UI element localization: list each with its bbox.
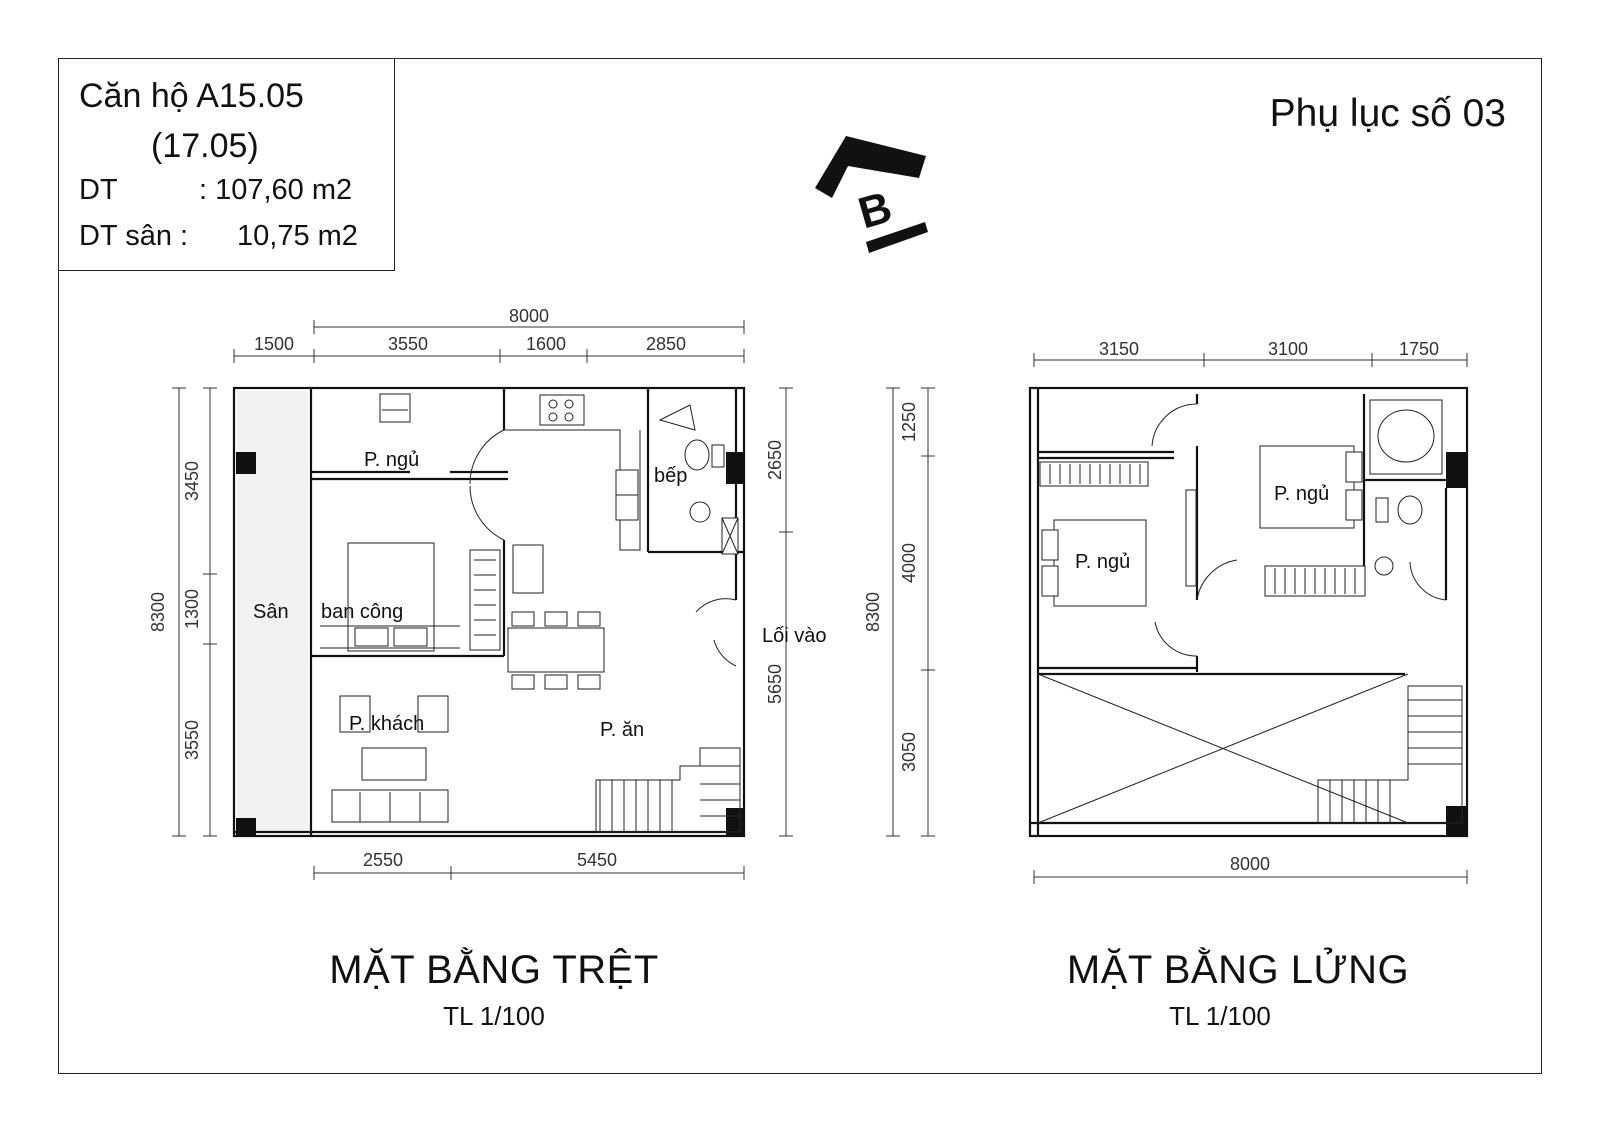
bathtub-icon xyxy=(1369,399,1443,475)
washbasin-icon xyxy=(689,501,711,523)
mezzanine-scale: TL 1/100 xyxy=(1169,1001,1271,1031)
ground-right-dimensions: 2650 5650 xyxy=(765,387,793,837)
mez-toilet-icon xyxy=(1397,495,1423,525)
mez-room-label-bedroom-right: P. ngủ xyxy=(1274,483,1329,505)
dim-top-2: 3550 xyxy=(388,334,428,354)
kitchen-counter xyxy=(504,429,641,551)
dim-top-total: 8000 xyxy=(509,306,549,326)
logo-letter: B xyxy=(853,183,897,239)
dim-right-2: 5650 xyxy=(765,664,785,704)
area-value: : 107,60 m2 xyxy=(199,174,353,206)
room-label-living: P. khách xyxy=(349,713,424,735)
mez-wardrobe-left-icon xyxy=(1039,461,1149,487)
room-label-kitchen: bếp xyxy=(654,465,687,487)
bedroom-door-icon xyxy=(469,429,505,485)
mez-bed-left-icon xyxy=(1053,519,1147,607)
mez-dim-left-1: 1250 xyxy=(899,402,919,442)
apartment-subtitle: (17.05) xyxy=(151,127,259,165)
room-label-yard: Sân xyxy=(253,601,289,623)
desk-icon xyxy=(379,393,411,423)
mezzanine-plan: 3150 3100 1750 8000 8300 1250 4000 3050 xyxy=(863,339,1469,884)
mezzanine-bottom-dimensions: 8000 xyxy=(1033,854,1468,884)
mez-washbasin-icon xyxy=(1374,556,1394,576)
mezzanine-stairs-icon xyxy=(1317,685,1463,824)
wardrobe-icon xyxy=(469,549,501,651)
mez-dim-top-2: 3100 xyxy=(1268,339,1308,359)
ground-bottom-dimensions: 2550 5450 xyxy=(313,850,745,880)
ground-outer-wall xyxy=(232,386,746,838)
ground-floor-scale: TL 1/100 xyxy=(443,1001,545,1031)
ground-top-dimensions: 8000 1500 3550 1600 2850 xyxy=(233,306,745,363)
fridge-icon xyxy=(512,544,544,594)
b-house-logo-icon: B xyxy=(815,136,928,253)
mez-dim-top-1: 3150 xyxy=(1099,339,1139,359)
dim-bottom-2: 5450 xyxy=(577,850,617,870)
drawing-sheet-border xyxy=(58,58,1542,1074)
mezzanine-top-dimensions: 3150 3100 1750 xyxy=(1033,339,1468,367)
dim-top-4: 2850 xyxy=(646,334,686,354)
toilet-icon xyxy=(684,439,710,471)
room-label-balcony: ban công xyxy=(321,601,403,623)
yard-area-value: 10,75 m2 xyxy=(237,220,358,252)
yard-area-label: DT sân : xyxy=(79,220,189,252)
mezzanine-title: MẶT BẰNG LỬNG xyxy=(1066,948,1410,992)
entrance-door-icon xyxy=(695,598,737,613)
dining-table-icon xyxy=(507,627,605,673)
mezzanine-outer-wall xyxy=(1028,386,1469,838)
dim-left-1: 3450 xyxy=(182,461,202,501)
armchair-icon xyxy=(339,695,371,733)
coffee-table-icon xyxy=(361,747,427,781)
label-entrance: Lối vào xyxy=(762,625,827,647)
dim-bottom-1: 2550 xyxy=(363,850,403,870)
dim-top-3: 1600 xyxy=(526,334,566,354)
dim-top-1: 1500 xyxy=(254,334,294,354)
ground-floor-plan: 8000 1500 3550 1600 2850 2550 5450 83 xyxy=(148,306,827,880)
ground-left-dimensions: 8300 3450 1300 3550 xyxy=(148,387,217,837)
dim-left-3: 3550 xyxy=(182,720,202,760)
mez-dim-left-2: 4000 xyxy=(899,543,919,583)
ground-floor-title: MẶT BẰNG TRỆT xyxy=(329,948,659,992)
stove-icon xyxy=(539,394,585,426)
mez-dim-bottom-total: 8000 xyxy=(1230,854,1270,874)
area-label: DT xyxy=(79,174,118,206)
mez-dim-left-total: 8300 xyxy=(863,592,883,632)
ground-stairs-icon xyxy=(595,747,741,833)
apartment-title: Căn hộ A15.05 xyxy=(79,77,304,115)
dim-right-1: 2650 xyxy=(765,440,785,480)
mez-dim-top-3: 1750 xyxy=(1399,339,1439,359)
mez-dim-left-3: 3050 xyxy=(899,732,919,772)
dim-left-total: 8300 xyxy=(148,592,168,632)
dim-left-2: 1300 xyxy=(182,589,202,629)
mez-room-label-bedroom-left: P. ngủ xyxy=(1075,551,1130,573)
room-label-dining: P. ăn xyxy=(600,719,644,741)
apartment-info-box: Căn hộ A15.05 (17.05) DT : 107,60 m2 DT … xyxy=(58,58,395,271)
mez-bed-right-icon xyxy=(1259,445,1355,529)
appendix-label: Phụ lục số 03 xyxy=(1269,92,1506,135)
mezzanine-left-dimensions: 8300 1250 4000 3050 xyxy=(863,387,935,837)
room-label-bedroom: P. ngủ xyxy=(364,449,419,471)
